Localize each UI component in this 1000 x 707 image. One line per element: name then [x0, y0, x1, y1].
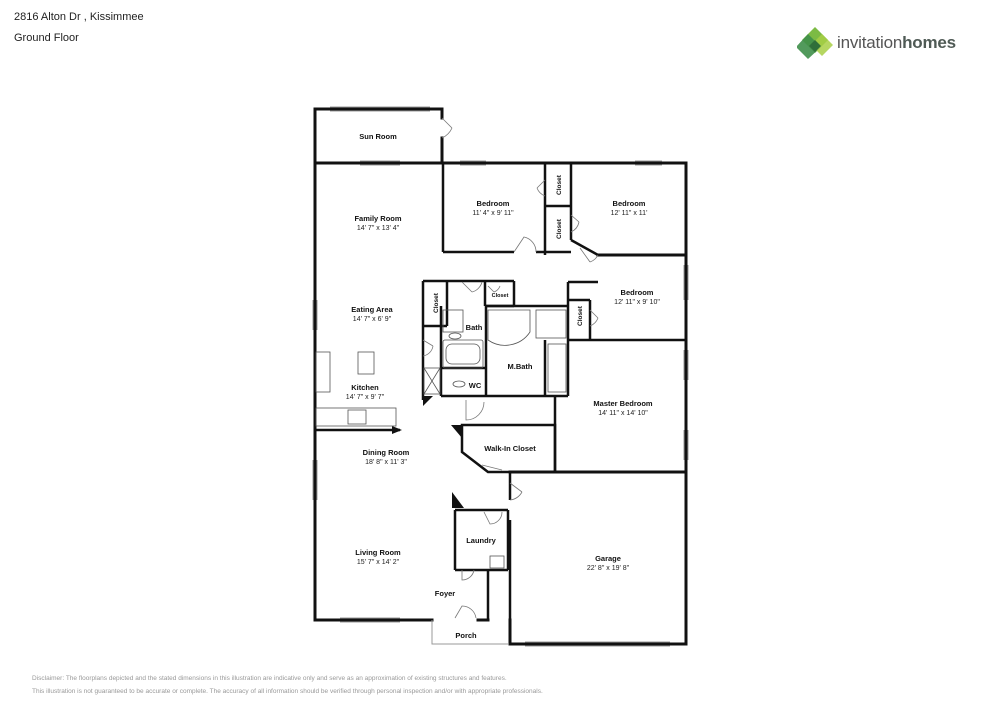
closet-label: Closet [556, 218, 563, 239]
sun-room-label: Sun Room [359, 132, 397, 141]
bedroom-4-label: Bedroom [621, 288, 654, 297]
wall-corner [451, 425, 462, 438]
doors [422, 117, 599, 619]
kitchen-dim: 14' 7" x 9' 7" [346, 394, 385, 401]
wc-label: WC [469, 381, 482, 390]
vanity-icon [442, 309, 464, 333]
brand-wordmark: invitationhomes [837, 33, 956, 53]
wall-corner [452, 492, 464, 508]
porch-outline [431, 620, 508, 645]
foyer-label: Foyer [435, 589, 456, 598]
eating-area-label: Eating Area [351, 305, 393, 314]
shower-icon [423, 367, 441, 395]
garage-dim: 22' 8" x 19' 8" [587, 565, 630, 572]
toilet-icon [448, 332, 462, 340]
master-bedroom-label: Master Bedroom [593, 399, 653, 408]
floor-label: Ground Floor [14, 32, 79, 44]
m-bath-label: M.Bath [508, 362, 533, 371]
closet-label: Closet [577, 305, 584, 326]
brand-logo: invitationhomes [797, 26, 956, 60]
bathtub-basin-icon [445, 343, 481, 365]
closet-label: Closet [433, 292, 440, 313]
double-vanity-icon [547, 343, 567, 393]
living-room-dim: 15' 7" x 14' 2" [357, 559, 400, 566]
dining-room-label: Dining Room [363, 448, 410, 457]
property-address: 2816 Alton Dr , Kissimmee [14, 11, 144, 23]
bedroom-2-label: Bedroom [477, 199, 510, 208]
master-bedroom-dim: 14' 11" x 14' 10" [598, 410, 648, 417]
family-room-dim: 14' 7" x 13' 4" [357, 225, 400, 232]
brand-name-bold: homes [902, 33, 956, 52]
bedroom-2-dim: 11' 4" x 9' 11" [472, 210, 514, 217]
walk-in-closet-label: Walk-In Closet [484, 444, 536, 453]
family-room-label: Family Room [354, 214, 401, 223]
closet-label: Closet [492, 293, 509, 299]
living-room-label: Living Room [355, 548, 401, 557]
bath-label: Bath [466, 323, 483, 332]
bedroom-4-dim: 12' 11" x 9' 10" [614, 299, 660, 306]
water-heater-icon [489, 555, 505, 569]
windows [312, 106, 689, 647]
disclaimer-line-1: Disclaimer: The floorplans depicted and … [32, 675, 507, 682]
kitchen-island-icon [357, 351, 375, 375]
wall-corner [423, 396, 433, 406]
porch-label: Porch [455, 631, 477, 640]
kitchen-label: Kitchen [351, 383, 379, 392]
disclaimer-line-2: This illustration is not guaranteed to b… [32, 688, 543, 695]
toilet-icon [452, 380, 466, 388]
garage-label: Garage [595, 554, 621, 563]
closet-label: Closet [556, 174, 563, 195]
brand-mark-icon [797, 27, 833, 59]
kitchen-counter-icon [315, 351, 331, 393]
eating-area-dim: 14' 7" x 6' 9" [353, 316, 392, 323]
fixtures [315, 309, 567, 569]
laundry-label: Laundry [466, 536, 496, 545]
brand-name-light: invitation [837, 33, 903, 52]
kitchen-counter-bottom-icon [315, 407, 397, 427]
shower-stall-icon [535, 309, 567, 339]
wall-corner [392, 426, 402, 434]
bedroom-3-label: Bedroom [613, 199, 646, 208]
bathtub-icon [442, 339, 484, 369]
bedroom-3-dim: 12' 11" x 11' [611, 210, 648, 217]
dining-room-dim: 18' 8" x 11' 3" [365, 459, 407, 466]
stove-icon [347, 409, 367, 425]
corner-tub-icon [487, 309, 531, 346]
